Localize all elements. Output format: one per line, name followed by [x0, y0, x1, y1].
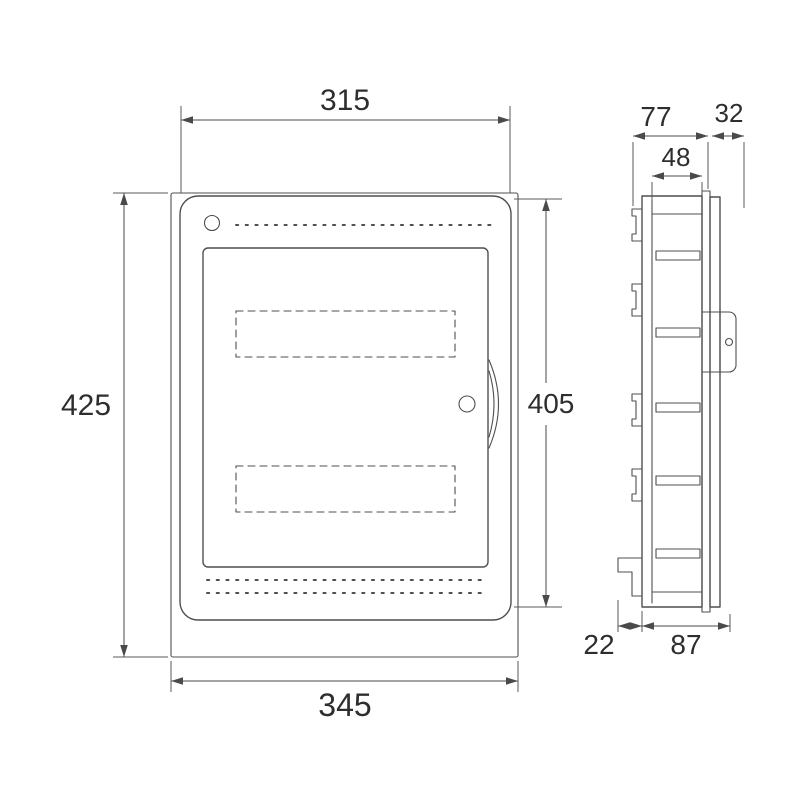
dim-label-405: 405 — [528, 388, 575, 419]
dim-label-22: 22 — [583, 629, 614, 660]
dim-label-345: 345 — [318, 687, 371, 723]
mounting-tab-bottom — [617, 557, 643, 597]
enclosure-body-outline — [179, 195, 512, 621]
din-rail — [655, 548, 701, 559]
mounting-clip — [631, 283, 643, 317]
door-outline — [202, 247, 489, 568]
mounting-clip — [631, 208, 643, 242]
latch-pin — [724, 337, 734, 347]
dim-front-door-height: 405 — [514, 198, 575, 608]
side-body-outline — [641, 195, 703, 608]
dim-front-overall-width: 345 — [170, 661, 519, 723]
mounting-clip — [631, 468, 643, 502]
side-flange — [701, 190, 711, 613]
door-handle-outer — [488, 359, 500, 449]
din-rail — [655, 402, 701, 413]
side-door — [709, 196, 721, 608]
dim-label-32: 32 — [715, 98, 744, 128]
dim-label-315: 315 — [320, 84, 370, 117]
door-knob — [458, 395, 476, 413]
dim-label-425: 425 — [61, 389, 111, 422]
dim-side-total-depth: 87 — [642, 614, 731, 660]
dim-label-77: 77 — [640, 101, 671, 132]
label-window-lower — [235, 465, 456, 513]
dim-front-overall-height: 425 — [61, 192, 168, 658]
label-window-upper — [235, 310, 456, 358]
mounting-clip — [631, 393, 643, 427]
side-view — [617, 190, 737, 613]
din-rail — [655, 475, 701, 486]
screw-hole — [203, 214, 221, 232]
dim-label-87: 87 — [670, 629, 701, 660]
din-rail — [655, 250, 701, 261]
dim-side-depth: 77 — [632, 101, 709, 206]
flange-outline — [170, 192, 519, 658]
front-view — [170, 192, 519, 658]
door-latch — [719, 311, 737, 373]
dim-side-protrusion: 32 — [712, 98, 745, 208]
dim-front-top-width: 315 — [180, 84, 511, 193]
dim-label-48: 48 — [662, 142, 691, 172]
din-rail — [655, 327, 701, 338]
door-handle-inner — [488, 370, 495, 438]
dim-side-bottom-offset: 22 — [583, 600, 643, 660]
dim-side-inner-depth: 48 — [651, 142, 703, 200]
